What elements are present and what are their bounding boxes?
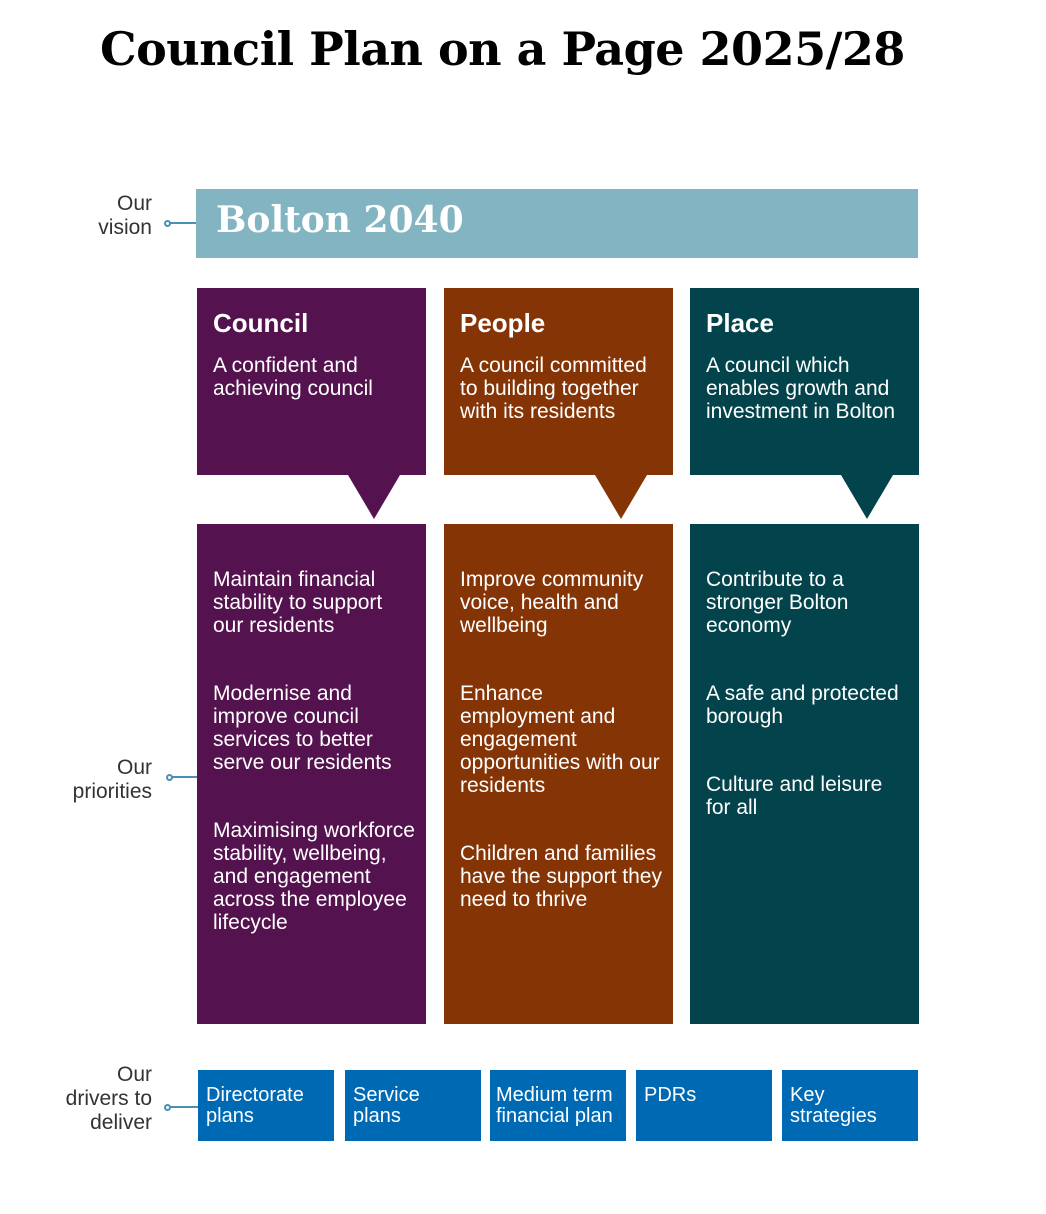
priority-item: Children and families have the support t… [460, 842, 662, 911]
priority-item: Contribute to a stronger Bolton economy [706, 568, 849, 637]
column-council-heading: Council [213, 308, 309, 338]
drivers-label-line-3: deliver [90, 1111, 152, 1134]
column-place-pointer [841, 475, 893, 519]
page-title: Council Plan on a Page 2025/28 [100, 22, 905, 76]
column-place-subtitle: A council which enables growth and inves… [706, 354, 896, 423]
priority-item: A safe and protected borough [706, 682, 899, 728]
vision-label-line-1: Our [116, 192, 152, 215]
drivers-label-line-2: drivers to [65, 1087, 152, 1110]
priorities-connector-line [172, 776, 197, 778]
drivers-label: Our drivers to deliver [66, 1063, 152, 1135]
driver-key-strategies: Key strategies [782, 1070, 918, 1141]
column-place-heading: Place [706, 308, 774, 338]
driver-medium-term-financial-plan: Medium term financial plan [490, 1070, 626, 1141]
driver-directorate-plans: Directorate plans [198, 1070, 334, 1141]
vision-text: Bolton 2040 [216, 199, 464, 241]
priority-item: Culture and leisure for all [706, 773, 883, 819]
driver-service-plans: Service plans [345, 1070, 481, 1141]
column-council-priorities: Maintain financial stability to support … [197, 524, 426, 1024]
column-people-priorities: Improve community voice, health and well… [444, 524, 673, 1024]
priority-item: Improve community voice, health and well… [460, 568, 644, 637]
priorities-label: Our priorities [73, 756, 152, 804]
column-people-pointer [595, 475, 647, 519]
column-people-heading: People [460, 308, 546, 338]
driver-pdrs: PDRs [636, 1070, 772, 1141]
vision-bar: Bolton 2040 [196, 189, 918, 258]
priority-item: Maximising workforce stability, wellbein… [213, 819, 415, 934]
vision-connector-line [170, 222, 196, 224]
vision-label: Our vision [98, 192, 152, 240]
priority-item: Maintain financial stability to support … [213, 568, 383, 637]
column-people-header: People A council committed to building t… [444, 288, 673, 475]
column-place-header: Place A council which enables growth and… [690, 288, 919, 475]
vision-label-line-2: vision [98, 216, 152, 239]
column-people-subtitle: A council committed to building together… [460, 354, 647, 423]
priority-item: Enhance employment and engagement opport… [460, 682, 660, 797]
column-place-priorities: Contribute to a stronger Bolton economy … [690, 524, 919, 1024]
column-council-pointer [348, 475, 400, 519]
priorities-label-line-1: Our [116, 756, 152, 779]
drivers-connector-line [170, 1106, 198, 1108]
priorities-label-line-2: priorities [72, 780, 152, 803]
column-council-subtitle: A confident and achieving council [213, 354, 373, 400]
drivers-label-line-1: Our [116, 1063, 152, 1086]
column-council-header: Council A confident and achieving counci… [197, 288, 426, 475]
priority-item: Modernise and improve council services t… [213, 682, 392, 774]
